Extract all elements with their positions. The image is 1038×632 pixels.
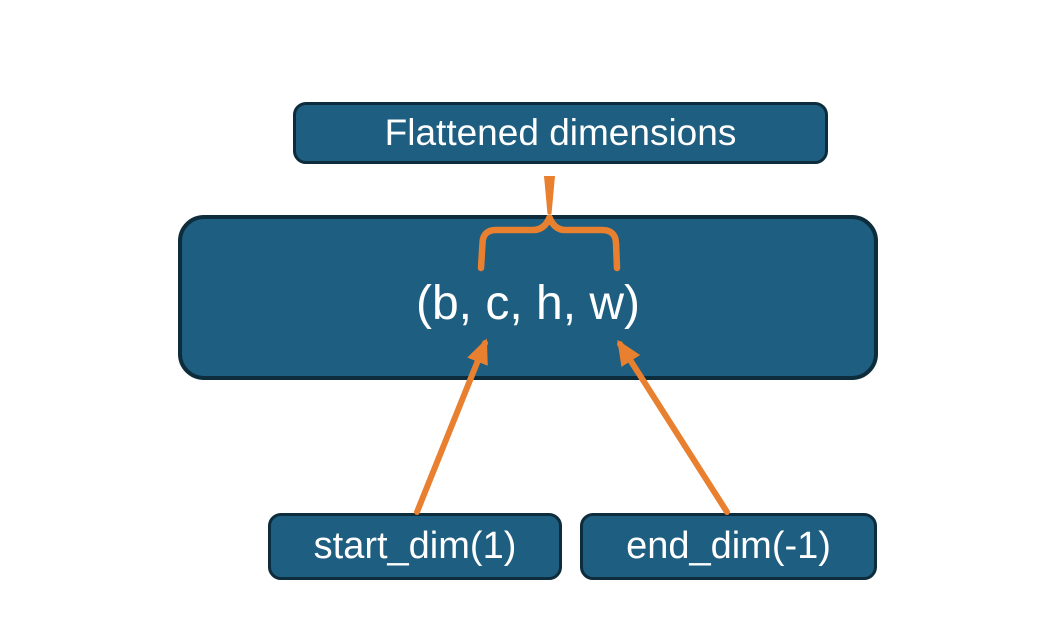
flattened-dimensions-box: Flattened dimensions — [293, 102, 828, 164]
start-dim-box: start_dim(1) — [268, 513, 562, 580]
end-dim-box: end_dim(-1) — [580, 513, 877, 580]
tensor-tuple-box: (b, c, h, w) — [178, 215, 878, 380]
end-dim-label: end_dim(-1) — [626, 525, 831, 567]
flattened-dimensions-label: Flattened dimensions — [384, 112, 737, 153]
stem-connector — [544, 176, 555, 214]
tensor-tuple-label: (b, c, h, w) — [415, 277, 641, 330]
start-dim-label: start_dim(1) — [313, 525, 517, 567]
